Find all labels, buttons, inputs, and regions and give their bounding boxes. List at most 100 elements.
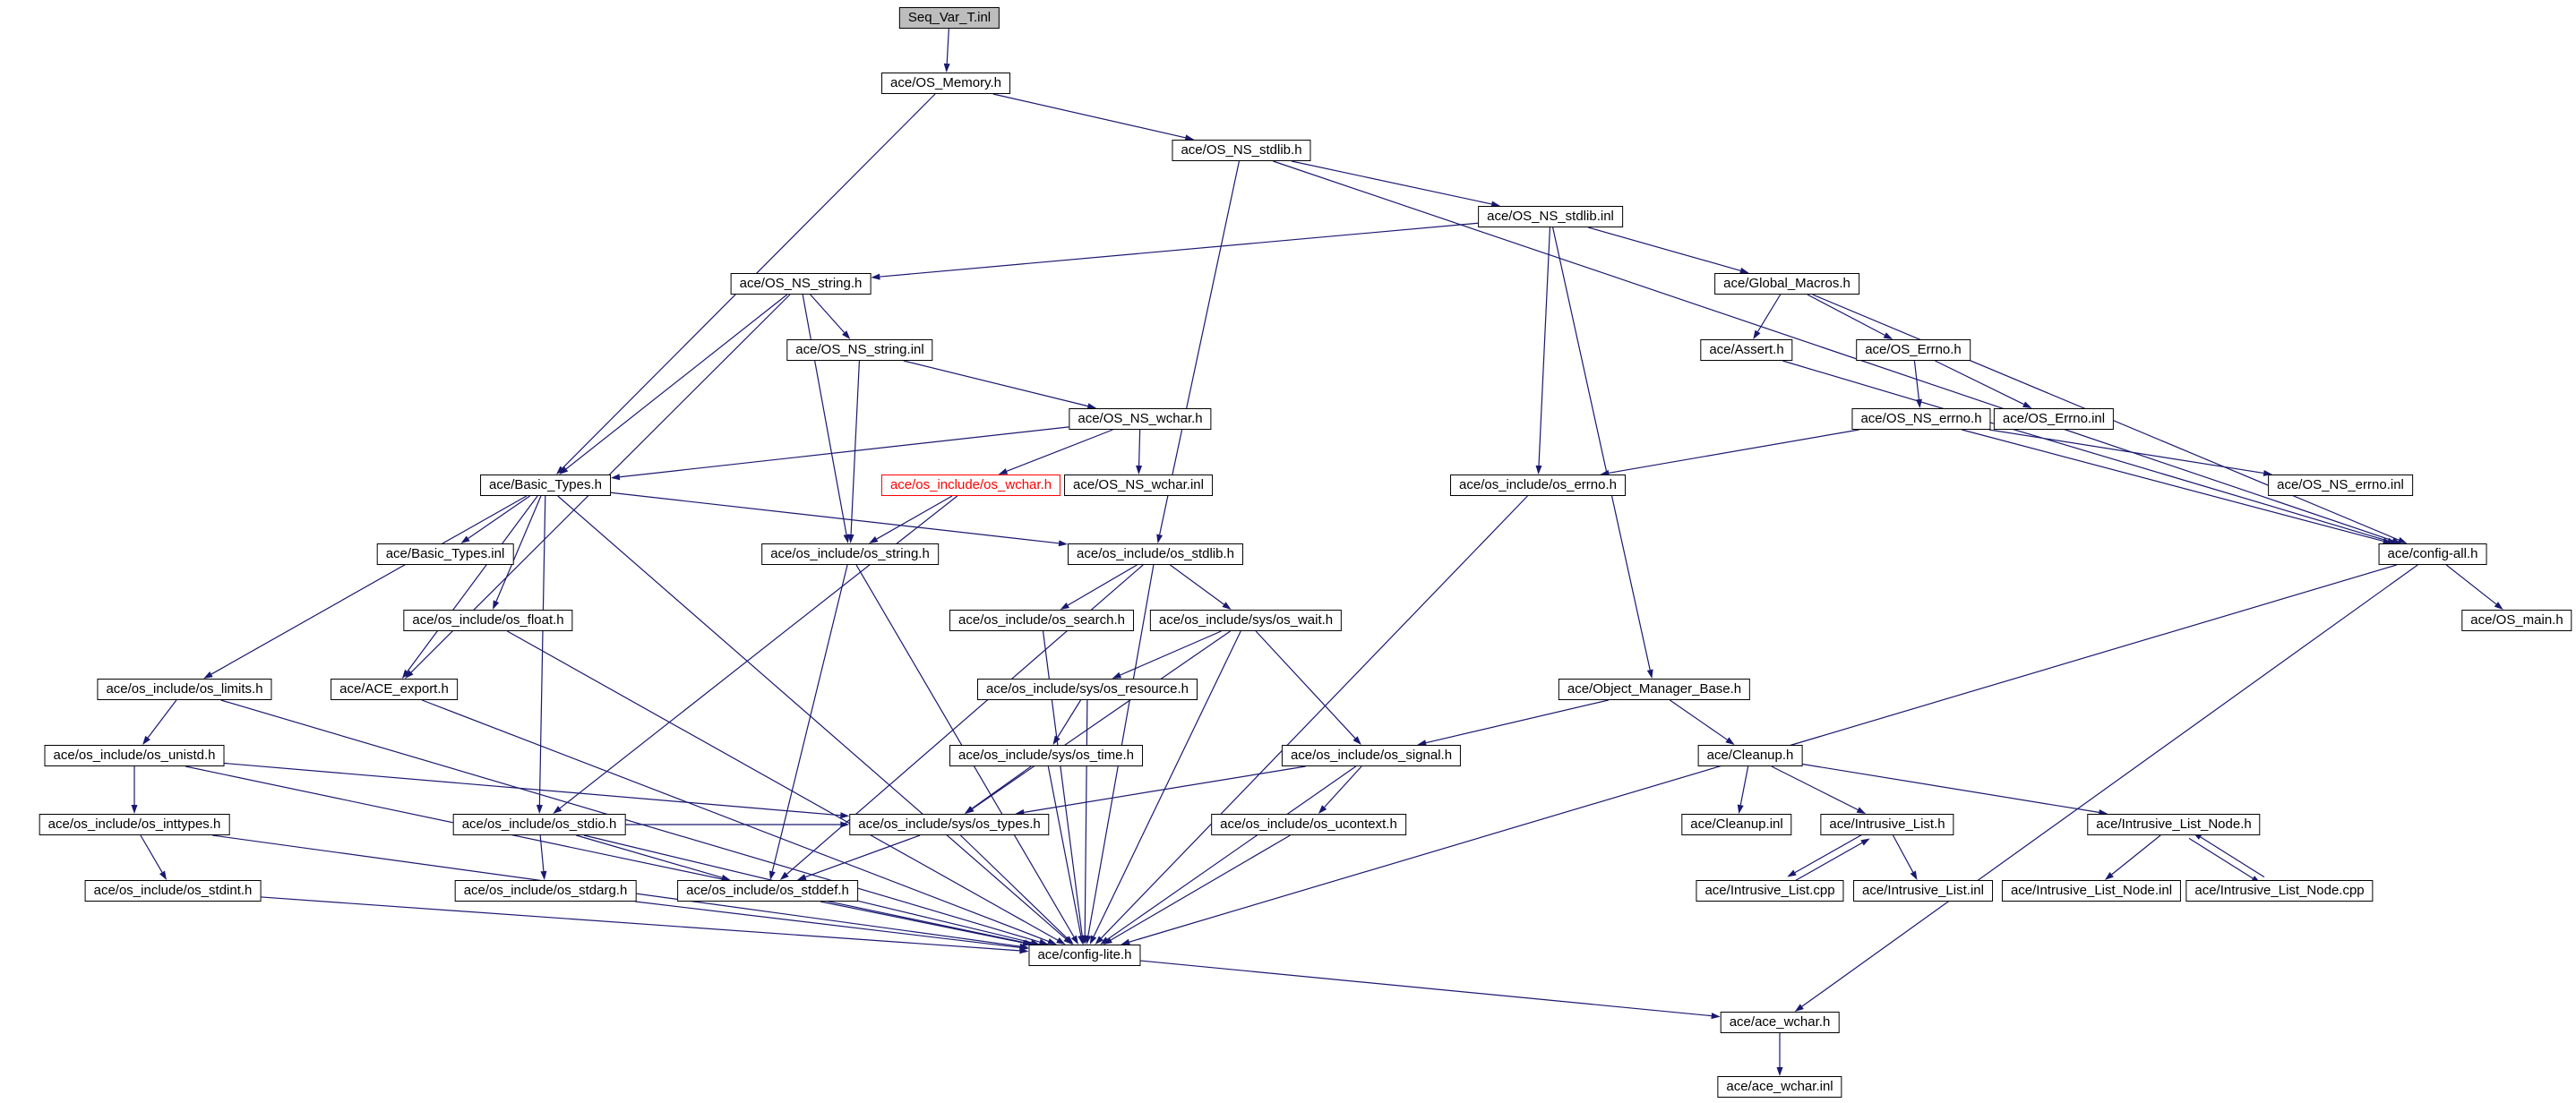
arrowhead	[1052, 735, 1060, 745]
arrowhead	[779, 871, 789, 880]
graph-node-os_ns_errno_inl[interactable]: ace/OS_NS_errno.inl	[2268, 475, 2413, 496]
include-edge	[140, 834, 163, 873]
graph-node-os_limits_h[interactable]: ace/os_include/os_limits.h	[97, 679, 272, 700]
graph-node-os_include_os_errno_h[interactable]: ace/os_include/os_errno.h	[1450, 475, 1626, 496]
include-edge	[147, 699, 177, 739]
graph-node-assert_h[interactable]: ace/Assert.h	[1700, 339, 1793, 361]
arrowhead	[1184, 134, 1195, 141]
include-edge	[2200, 836, 2265, 878]
graph-node-os_inttypes_h[interactable]: ace/os_include/os_inttypes.h	[39, 814, 230, 835]
graph-node-intrusive_list_node_h[interactable]: ace/Intrusive_List_Node.h	[2087, 814, 2261, 835]
graph-node-os_include_os_stdlib_h[interactable]: ace/os_include/os_stdlib.h	[1068, 543, 1243, 565]
graph-node-os_include_os_string_h[interactable]: ace/os_include/os_string.h	[761, 543, 939, 565]
include-edge	[1756, 294, 1782, 332]
include-edge	[2445, 564, 2497, 605]
graph-node-os_ns_stdlib_h[interactable]: ace/OS_NS_stdlib.h	[1172, 140, 1311, 161]
include-edge	[1913, 360, 1920, 400]
graph-node-ace_wchar_inl[interactable]: ace/ace_wchar.inl	[1717, 1076, 1842, 1098]
arrowhead	[2397, 536, 2408, 543]
include-edge	[880, 222, 1479, 278]
arrowhead	[1078, 935, 1085, 945]
graph-node-ace_export_h[interactable]: ace/ACE_export.h	[331, 679, 458, 700]
graph-node-cleanup_inl[interactable]: ace/Cleanup.inl	[1681, 814, 1792, 835]
graph-node-os_ucontext_h[interactable]: ace/os_include/os_ucontext.h	[1211, 814, 1406, 835]
graph-node-seq_var_t_inl: Seq_Var_T.inl	[898, 7, 1000, 29]
include-edge	[210, 495, 528, 675]
include-edge	[507, 630, 1059, 941]
include-edge	[224, 762, 841, 817]
graph-node-os_stdarg_h[interactable]: ace/os_include/os_stdarg.h	[454, 880, 637, 902]
graph-node-config_lite_h[interactable]: ace/config-lite.h	[1028, 945, 1141, 966]
include-edge	[1670, 699, 1728, 740]
arrowhead	[610, 474, 621, 481]
graph-node-os_ns_string_inl[interactable]: ace/OS_NS_string.inl	[786, 339, 933, 361]
graph-node-sys_os_wait_h[interactable]: ace/os_include/sys/os_wait.h	[1149, 610, 1343, 631]
include-edge	[1588, 227, 1741, 271]
arrowhead	[1022, 939, 1032, 946]
include-edge	[1047, 765, 1082, 936]
arrowhead	[203, 671, 213, 679]
graph-node-os_stddef_h[interactable]: ace/os_include/os_stddef.h	[677, 880, 858, 902]
arrowhead	[1646, 669, 1653, 679]
graph-node-os_stdint_h[interactable]: ace/os_include/os_stdint.h	[84, 880, 262, 902]
graph-node-sys_os_time_h[interactable]: ace/os_include/sys/os_time.h	[949, 745, 1143, 766]
arrowhead	[847, 534, 854, 543]
include-edge	[1739, 765, 1749, 806]
graph-node-os_unistd_h[interactable]: ace/os_include/os_unistd.h	[44, 745, 225, 766]
include-edge	[1988, 429, 2264, 475]
include-edge	[2188, 837, 2254, 879]
graph-node-os_ns_wchar_h[interactable]: ace/OS_NS_wchar.h	[1069, 408, 1212, 430]
graph-node-os_ns_errno_h[interactable]: ace/OS_NS_errno.h	[1851, 408, 1991, 430]
include-edge	[220, 699, 1040, 943]
graph-node-sys_os_types_h[interactable]: ace/os_include/sys/os_types.h	[849, 814, 1050, 835]
include-edge	[1159, 160, 1241, 535]
include-edge	[876, 495, 953, 540]
graph-node-object_manager_base_h[interactable]: ace/Object_Manager_Base.h	[1558, 679, 1751, 700]
arrowhead	[1856, 807, 1867, 814]
graph-node-intrusive_list_h[interactable]: ace/Intrusive_List.h	[1820, 814, 1954, 835]
graph-node-sys_os_resource_h[interactable]: ace/os_include/sys/os_resource.h	[977, 679, 1198, 700]
graph-node-os_wchar_h[interactable]: ace/os_include/os_wchar.h	[880, 475, 1061, 496]
arrowhead	[1222, 602, 1232, 610]
graph-node-os_memory_h[interactable]: ace/OS_Memory.h	[881, 73, 1010, 94]
graph-node-os_float_h[interactable]: ace/os_include/os_float.h	[403, 610, 573, 631]
graph-node-os_ns_wchar_inl[interactable]: ace/OS_NS_wchar.inl	[1064, 475, 1213, 496]
include-edge	[1042, 630, 1083, 936]
include-edge	[576, 834, 723, 878]
arrowhead	[842, 330, 851, 339]
arrowhead	[159, 870, 167, 880]
include-edge	[1962, 429, 2384, 543]
graph-node-os_search_h[interactable]: ace/os_include/os_search.h	[949, 610, 1134, 631]
arrowhead	[1030, 939, 1040, 946]
graph-node-basic_types_inl[interactable]: ace/Basic_Types.inl	[376, 543, 514, 565]
include-edge	[1291, 160, 1492, 205]
graph-node-basic_types_h[interactable]: ace/Basic_Types.h	[480, 475, 611, 496]
arrowhead	[1060, 602, 1069, 610]
graph-node-intrusive_list_node_cpp[interactable]: ace/Intrusive_List_Node.cpp	[2185, 880, 2374, 902]
graph-node-cleanup_h[interactable]: ace/Cleanup.h	[1697, 745, 1803, 766]
arrowhead	[553, 806, 562, 814]
include-edge	[1110, 834, 1291, 941]
include-edge	[1273, 160, 2393, 542]
include-edge	[1067, 564, 1138, 606]
graph-node-os_stdio_h[interactable]: ace/os_include/os_stdio.h	[452, 814, 626, 835]
graph-node-os_ns_string_h[interactable]: ace/OS_NS_string.h	[730, 273, 872, 295]
arrowhead	[1883, 332, 1893, 339]
graph-node-os_ns_stdlib_inl[interactable]: ace/OS_NS_stdlib.inl	[1478, 206, 1623, 227]
graph-node-os_main_h[interactable]: ace/OS_main.h	[2461, 610, 2572, 631]
arrowhead	[843, 534, 850, 543]
include-edge	[805, 834, 921, 878]
graph-node-intrusive_list_cpp[interactable]: ace/Intrusive_List.cpp	[1696, 880, 1844, 902]
graph-node-config_all_h[interactable]: ace/config-all.h	[2378, 543, 2487, 565]
graph-node-global_macros_h[interactable]: ace/Global_Macros.h	[1714, 273, 1859, 295]
arrowhead	[1089, 935, 1097, 945]
arrowhead	[1038, 938, 1049, 945]
graph-node-intrusive_list_node_inl[interactable]: ace/Intrusive_List_Node.inl	[2001, 880, 2182, 902]
include-edge	[1801, 564, 2418, 1007]
graph-node-os_errno_inl[interactable]: ace/OS_Errno.inl	[1993, 408, 2115, 430]
graph-node-os_errno_h[interactable]: ace/OS_Errno.h	[1856, 339, 1971, 361]
graph-node-intrusive_list_inl[interactable]: ace/Intrusive_List.inl	[1853, 880, 1993, 902]
graph-node-os_signal_h[interactable]: ace/os_include/os_signal.h	[1281, 745, 1462, 766]
graph-node-ace_wchar_h[interactable]: ace/ace_wchar.h	[1720, 1012, 1840, 1033]
